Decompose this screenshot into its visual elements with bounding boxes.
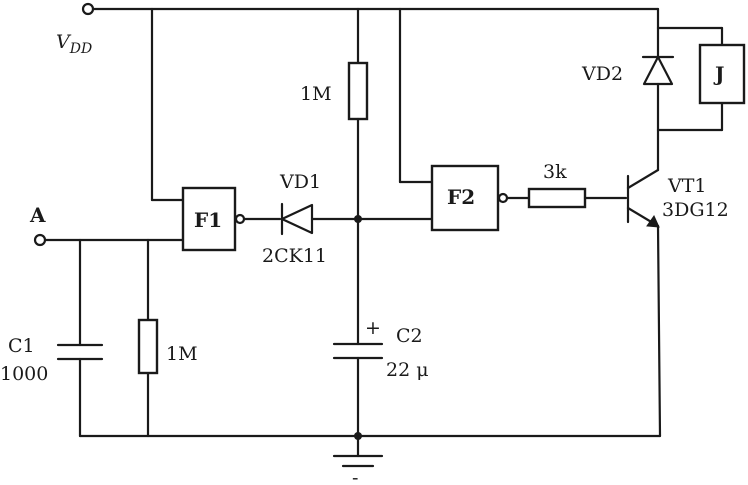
c2-polarity-mark: +	[365, 317, 381, 339]
vd1-name-label: VD1	[279, 171, 321, 193]
diode-vd2	[641, 55, 675, 86]
gate-f1-inverter-bubble	[234, 213, 246, 225]
capacitor-c2	[332, 342, 384, 360]
input-terminal-a	[33, 233, 47, 247]
vdd-label: VDD	[56, 31, 92, 57]
gate-f2-label: F2	[447, 185, 475, 209]
diode-vd1	[280, 202, 314, 236]
gate-f1	[181, 186, 237, 252]
relay-j-coil	[698, 43, 746, 105]
c2-value-label: 22 μ	[386, 359, 429, 381]
vd2-name-label: VD2	[581, 63, 623, 85]
resistor-base-3k	[527, 187, 587, 209]
resistor-base-value-label: 3k	[543, 161, 567, 183]
vt1-part-label: 3DG12	[662, 199, 729, 221]
input-label-a: A	[29, 203, 46, 227]
resistor-input-1m	[137, 318, 159, 375]
c1-name-label: C1	[8, 335, 35, 357]
vd1-part-label: 2CK11	[262, 245, 327, 267]
ground-symbol	[332, 434, 384, 468]
resistor-top-1m	[347, 61, 369, 121]
gate-f2-inverter-bubble	[497, 192, 509, 204]
vdd-terminal	[81, 2, 95, 16]
input-network	[33, 233, 185, 438]
resistor-input-value-label: 1M	[166, 343, 198, 365]
resistor-top-value-label: 1M	[300, 83, 332, 105]
capacitor-c1	[56, 343, 104, 361]
gate-f2	[430, 164, 500, 232]
transistor-vt1	[626, 168, 660, 228]
gate-f1-label: F1	[194, 208, 222, 232]
vdd-rail	[81, 2, 660, 16]
ground-mark: -	[352, 467, 358, 485]
vt1-name-label: VT1	[667, 175, 706, 197]
relay-j-label: J	[713, 62, 724, 86]
c2-name-label: C2	[396, 325, 423, 347]
c1-value-label: 1000	[0, 363, 48, 385]
